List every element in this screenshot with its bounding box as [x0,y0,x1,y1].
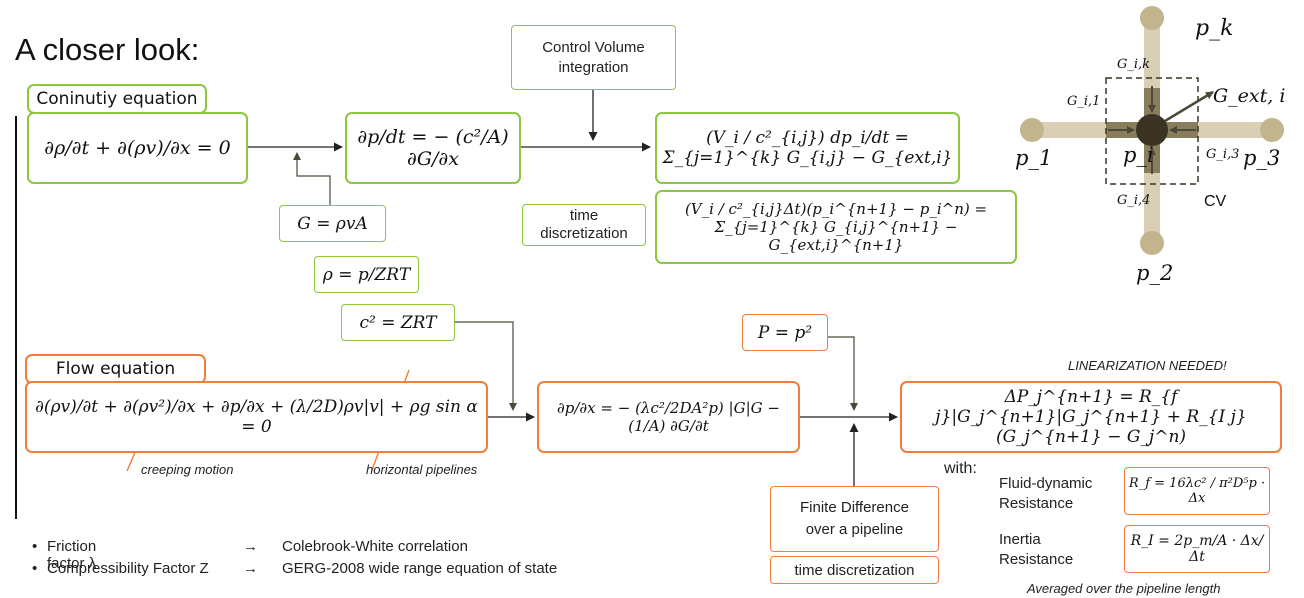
linearized-equation-box: ΔP_j^{n+1} = R_{f j}|G_j^{n+1}|G_j^{n+1}… [900,381,1282,453]
cv-integration-box: Control Volume integration [511,25,676,90]
finite-difference-label: Finite Difference over a pipeline [800,499,909,538]
label-cv: CV [1204,193,1227,210]
dpdx-eq: ∂p/∂x = − (λc²/2DA²p) |G|G − (1/A) ∂G/∂t [557,399,780,435]
rho-def-box: ρ = p/ZRT [314,256,419,293]
label-Gext: G_ext, i [1213,85,1285,107]
time-disc-box-continuity: time discretization [522,204,646,246]
node-p1 [1020,118,1044,142]
cv-equation-box: (V_i / c²_{i,j}) dp_i/dt = Σ_{j=1}^{k} G… [655,112,960,184]
cv-eq: (V_i / c²_{i,j}) dp_i/dt = Σ_{j=1}^{k} G… [662,128,953,168]
c2-def-box: c² = ZRT [341,304,455,341]
linearization-note: LINEARIZATION NEEDED! [1068,358,1227,373]
inertia-resistance-eq: R_I = 2p_m/A · Δx/Δt [1130,533,1264,565]
arrow-Gext [1159,90,1214,126]
node-diagram: p_k G_i,k G_ext, i G_i,1 p_1 p_i G_i,3 p… [1015,6,1285,285]
node-pk [1140,6,1164,30]
left-bracket-line [15,116,17,519]
discretized-equation-box: (V_i / c²_{i,j}Δt)(p_i^{n+1} − p_i^n) = … [655,190,1017,264]
page-title: A closer look: [15,32,200,67]
fluid-resistance-eq: R_f = 16λc² / π²D⁵p · Δx [1128,476,1266,506]
label-p3: p_3 [1243,146,1280,170]
G-def-box: G = ρvA [279,205,386,242]
label-pi: p_i [1123,143,1154,167]
finite-difference-box: Finite Difference over a pipeline [770,486,939,552]
flow-eq: ∂(ρv)/∂t + ∂(ρv²)/∂x + ∂p/∂x + (λ/2D)ρv|… [35,397,478,437]
label-p1: p_1 [1015,146,1052,170]
arrow-P-down [828,336,858,411]
inertia-resistance-label: Inertia Resistance [999,531,1074,568]
node-pi [1136,114,1168,146]
fluid-resistance-box: R_f = 16λc² / π²D⁵p · Δx [1124,467,1270,515]
P-def: P = p² [757,322,813,343]
discretized-eq: (V_i / c²_{i,j}Δt)(p_i^{n+1} − p_i^n) = … [684,200,988,254]
inertia-resistance-box: R_I = 2p_m/A · Δx/Δt [1124,525,1270,573]
continuity-label: Coninutiy equation [36,89,198,109]
bullet-right: Colebrook-White correlation [282,538,468,555]
continuity-equation-box: ∂ρ/∂t + ∂(ρv)/∂x = 0 [27,112,248,184]
P-def-box: P = p² [742,314,828,351]
label-Gi4: G_i,4 [1117,193,1150,208]
with-label: with: [944,460,977,477]
arrow-c2-to-dpdx [455,321,517,411]
horizontal-note: horizontal pipelines [366,462,478,477]
bullet-left: Compressibility Factor Z [47,560,209,577]
bullet-right: GERG-2008 wide range equation of state [282,560,558,577]
continuity-label-box: Coninutiy equation [27,84,207,114]
flow-equation-box: ∂(ρv)/∂t + ∂(ρv²)/∂x + ∂p/∂x + (λ/2D)ρv|… [25,381,488,453]
time-disc-continuity-label: time discretization [540,207,628,242]
cv-boundary [1105,77,1199,185]
linearized-eq: ΔP_j^{n+1} = R_{f j}|G_j^{n+1}|G_j^{n+1}… [935,387,1247,447]
time-disc-box-flow: time discretization [770,556,939,584]
arrow-G-up [293,152,331,205]
averaged-note: Averaged over the pipeline length [1027,581,1221,596]
fluid-resistance-label: Fluid-dynamic Resistance [999,475,1093,512]
cv-integration-label: Control Volume integration [542,38,645,76]
dp-dt-equation-box: ∂p/dt = − (c²/A) ∂G/∂x [345,112,521,184]
rho-def: ρ = p/ZRT [322,264,411,285]
dpdx-equation-box: ∂p/∂x = − (λc²/2DA²p) |G|G − (1/A) ∂G/∂t [537,381,800,453]
bullet-arrow: → [243,560,258,577]
node-p3 [1260,118,1284,142]
creeping-note: creeping motion [141,462,234,477]
node-p2 [1140,231,1164,255]
continuity-eq: ∂ρ/∂t + ∂(ρv)/∂x = 0 [44,137,231,159]
c2-def: c² = ZRT [359,312,437,333]
label-Gi3: G_i,3 [1206,147,1239,162]
label-Gik: G_i,k [1117,57,1150,72]
time-disc-flow-label: time discretization [794,561,915,579]
flow-label: Flow equation [55,359,176,379]
G-def: G = ρvA [297,213,368,234]
label-pk: p_k [1195,16,1233,41]
bullet-arrow: → [243,538,258,555]
dp-dt-eq: ∂p/dt = − (c²/A) ∂G/∂x [357,126,509,170]
label-Gi1: G_i,1 [1067,94,1100,109]
flow-label-box: Flow equation [25,354,206,384]
label-p2: p_2 [1136,261,1173,285]
bullet-left: Friction factor λ [47,538,97,572]
